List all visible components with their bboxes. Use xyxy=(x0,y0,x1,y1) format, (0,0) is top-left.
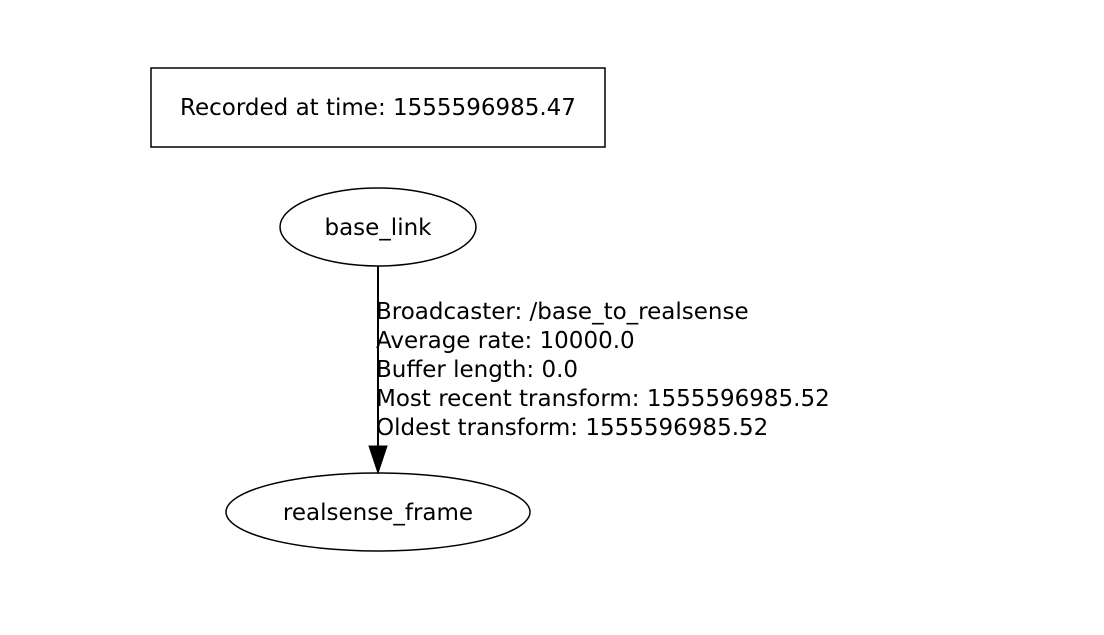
edge-label-most-recent-transform: Most recent transform: 1555596985.52 xyxy=(376,386,830,412)
edge-label-average-rate: Average rate: 10000.0 xyxy=(376,328,635,354)
recorded-time-box: Recorded at time: 1555596985.47 xyxy=(150,67,606,148)
edge-label-broadcaster: Broadcaster: /base_to_realsense xyxy=(376,299,749,325)
recorded-time-border xyxy=(150,67,606,148)
edge-label-oldest-transform: Oldest transform: 1555596985.52 xyxy=(376,415,768,441)
node-base-link[interactable]: base_link xyxy=(279,187,477,267)
edge-base-link-to-realsense-frame: Broadcaster: /base_to_realsense Average … xyxy=(368,266,830,475)
node-realsense-frame[interactable]: realsense_frame xyxy=(225,472,531,552)
edge-label: Broadcaster: /base_to_realsense Average … xyxy=(376,299,830,441)
recorded-time-label: Recorded at time: 1555596985.47 xyxy=(180,95,576,121)
edge-label-buffer-length: Buffer length: 0.0 xyxy=(376,357,578,383)
node-base-link-label: base_link xyxy=(324,215,432,241)
arrowhead-icon xyxy=(368,445,388,475)
node-realsense-frame-label: realsense_frame xyxy=(283,500,473,526)
node-realsense-frame-ellipse xyxy=(225,472,531,552)
